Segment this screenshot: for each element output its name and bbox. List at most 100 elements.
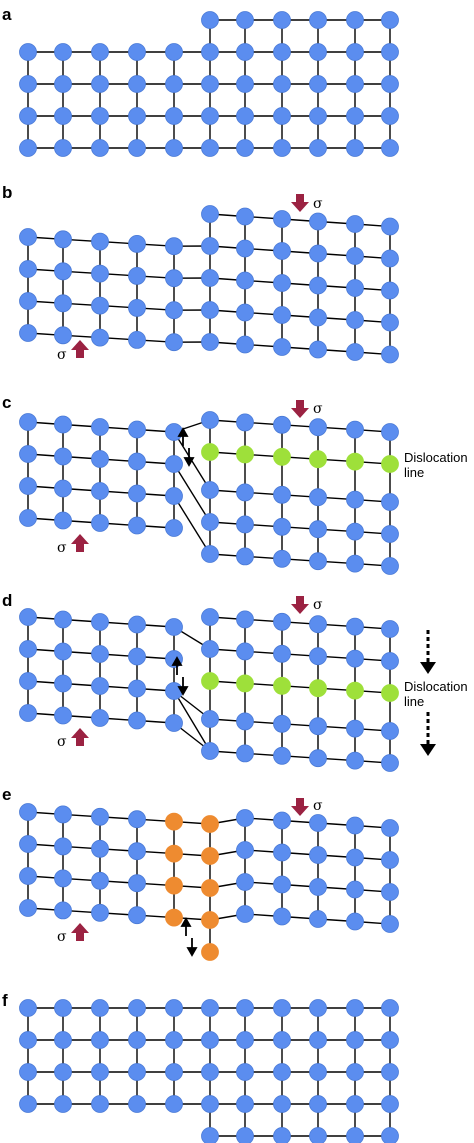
- lattice-atom: [19, 413, 37, 431]
- lattice-atom: [91, 645, 109, 663]
- lattice-atom: [91, 871, 109, 890]
- lattice-atom: [273, 43, 291, 61]
- lattice-atom: [54, 901, 72, 920]
- lattice-atom: [128, 75, 146, 93]
- lattice-atom: [236, 271, 254, 290]
- lattice-atoms-d: [19, 608, 399, 772]
- dislocation-atom: [201, 672, 219, 690]
- stress-arrow-down-icon: [291, 596, 309, 614]
- lattice-bond: [173, 463, 211, 523]
- lattice-atom: [165, 519, 183, 537]
- lattice-atom: [346, 247, 364, 265]
- lattice-atom: [346, 1095, 364, 1113]
- lattice-atom: [381, 1063, 399, 1081]
- slip-atom: [201, 815, 219, 833]
- dislocation-atom: [381, 684, 399, 702]
- lattice-atoms-b: [19, 205, 399, 364]
- lattice-atom: [236, 515, 254, 534]
- lattice-atom: [273, 11, 291, 29]
- panel-e: e σ σ: [2, 785, 399, 961]
- lattice-atom: [236, 1127, 254, 1143]
- lattice-atom: [236, 11, 254, 29]
- lattice-atom: [309, 1031, 327, 1049]
- panel-b: b σ σ: [2, 183, 399, 364]
- lattice-atom: [91, 709, 109, 727]
- lattice-atom: [381, 75, 399, 93]
- lattice-atom: [309, 340, 327, 359]
- dislocation-atom: [236, 674, 254, 693]
- lattice-atom: [381, 345, 399, 364]
- lattice-atom: [128, 1063, 146, 1081]
- lattice-atom: [19, 228, 37, 246]
- lattice-atom: [128, 615, 146, 634]
- lattice-atom: [54, 674, 72, 693]
- dislocation-label: Dislocation: [404, 679, 468, 694]
- lattice-atom: [91, 1095, 109, 1113]
- lattice-atom: [273, 999, 291, 1017]
- lattice-atom: [128, 484, 146, 503]
- lattice-atom: [201, 710, 219, 728]
- lattice-atom: [236, 1031, 254, 1049]
- lattice-atom: [346, 617, 364, 636]
- lattice-atom: [54, 869, 72, 888]
- stress-arrow-up-icon: [71, 534, 89, 552]
- stress-symbol-top: σ: [313, 597, 323, 613]
- lattice-atom: [309, 75, 327, 93]
- motion-arrow-down-icon-2: [420, 712, 436, 756]
- lattice-atom: [19, 509, 37, 527]
- lattice-atom: [201, 107, 219, 125]
- lattice-atom: [346, 490, 364, 509]
- lattice-atom: [346, 999, 364, 1017]
- lattice-atom: [381, 525, 399, 543]
- slip-atom: [165, 876, 183, 895]
- lattice-atom: [165, 487, 183, 505]
- panel-f: f: [2, 991, 399, 1143]
- lattice-atom: [128, 330, 146, 349]
- lattice-atom: [346, 1063, 364, 1081]
- lattice-atoms-c: [19, 411, 399, 575]
- lattice-atom: [346, 649, 364, 668]
- lattice-atom: [346, 11, 364, 29]
- lattice-atom: [91, 107, 109, 125]
- lattice-atom: [165, 1063, 183, 1081]
- lattice-atom: [236, 712, 254, 731]
- lattice-atom: [236, 43, 254, 61]
- lattice-atom: [54, 805, 72, 824]
- lattice-atom: [128, 1031, 146, 1049]
- lattice-atom: [381, 1095, 399, 1113]
- lattice-atom: [128, 874, 146, 893]
- lattice-atom: [381, 1031, 399, 1049]
- lattice-atom: [309, 418, 327, 437]
- lattice-atom: [273, 746, 291, 765]
- lattice-atom: [165, 301, 183, 320]
- lattice-atom: [273, 75, 291, 93]
- lattice-atom: [128, 107, 146, 125]
- lattice-atom: [236, 809, 254, 827]
- stress-arrow-down-icon: [291, 798, 309, 816]
- lattice-atom: [346, 215, 364, 233]
- lattice-atom: [273, 242, 291, 260]
- lattice-atom: [236, 139, 254, 157]
- lattice-atom: [309, 139, 327, 157]
- lattice-atom: [346, 848, 364, 867]
- lattice-atom: [346, 279, 364, 297]
- lattice-atom: [19, 292, 37, 310]
- lattice-atom: [236, 239, 254, 258]
- lattice-atom: [236, 999, 254, 1017]
- lattice-atom: [273, 549, 291, 568]
- lattice-atom: [346, 75, 364, 93]
- lattice-atom: [346, 719, 364, 738]
- lattice-atom: [91, 75, 109, 93]
- lattice-atom: [91, 296, 109, 315]
- slip-atom: [165, 844, 183, 863]
- stress-arrow-up-icon: [71, 728, 89, 746]
- lattice-atom: [91, 839, 109, 858]
- lattice-atom: [128, 1095, 146, 1113]
- lattice-atom: [19, 324, 37, 342]
- lattice-atom: [54, 1095, 72, 1113]
- slip-arrows-icon: [171, 656, 189, 696]
- lattice-atom: [236, 335, 254, 354]
- lattice-atom: [91, 264, 109, 283]
- lattice-atom: [309, 43, 327, 61]
